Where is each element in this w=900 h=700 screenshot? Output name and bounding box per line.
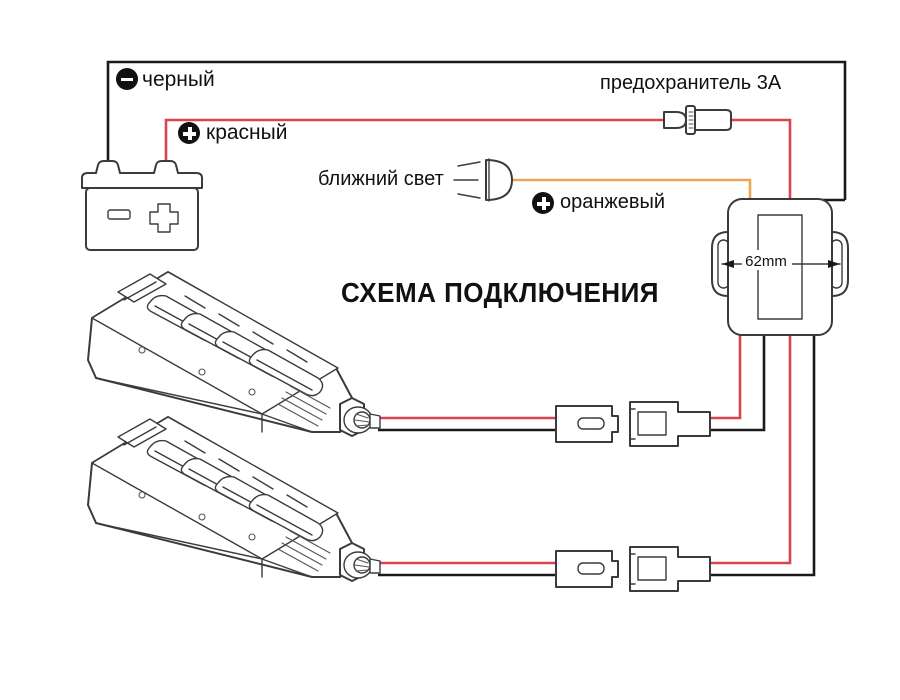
led-light-bar-upper — [87, 271, 381, 437]
wire-lower-lamp-leads — [378, 561, 556, 577]
headlamp-icon — [453, 158, 513, 202]
led-light-bar-lower — [87, 416, 381, 582]
connector-pair-upper — [555, 401, 711, 447]
wire-upper-lamp-leads — [378, 416, 556, 432]
label-red-wire: красный — [206, 121, 288, 144]
label-black-wire: черный — [142, 68, 215, 91]
wire-orange-trigger — [512, 178, 752, 200]
plus-badge-icon-red — [178, 122, 200, 144]
connector-pair-lower — [555, 546, 711, 592]
battery — [81, 160, 203, 251]
diagram-title: СХЕМА ПОДКЛЮЧЕНИЯ — [341, 277, 659, 308]
label-relay-dimension: 62mm — [745, 253, 787, 270]
label-fuse: предохранитель 3А — [600, 72, 782, 94]
inline-fuse-holder — [663, 105, 732, 135]
cable-gland-upper — [339, 397, 381, 437]
cable-gland-lower — [339, 542, 381, 582]
minus-badge-icon — [116, 68, 138, 90]
relay-control-box — [711, 198, 849, 336]
wire-relay-outputs — [710, 335, 816, 577]
label-low-beam: ближний свет — [318, 168, 444, 190]
label-orange-wire: оранжевый — [560, 191, 666, 213]
plus-badge-icon-orange — [532, 192, 554, 214]
wire-red-power — [164, 118, 792, 200]
